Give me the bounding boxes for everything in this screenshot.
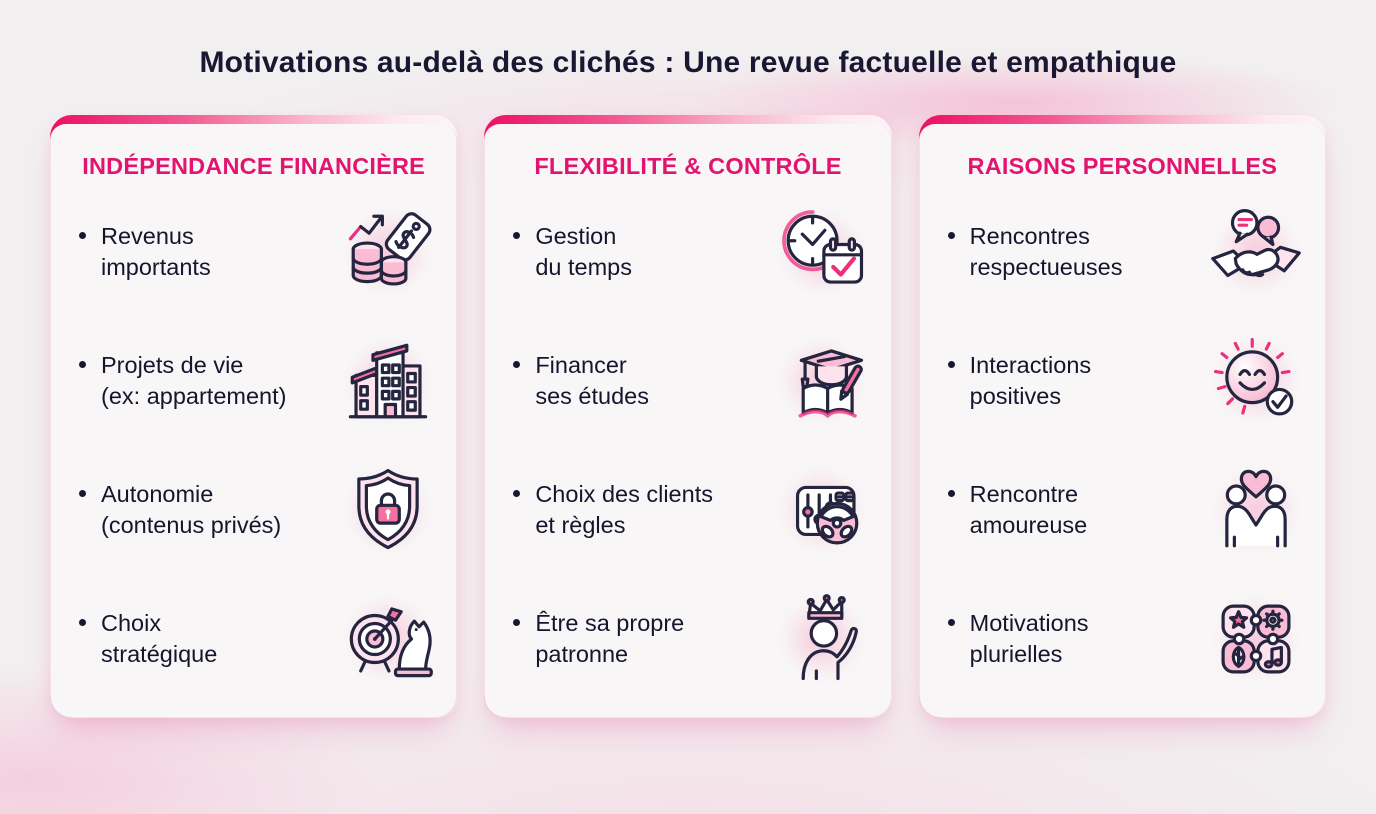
item-line: du temps [535,254,632,281]
list-item: Motivations plurielles [946,590,1305,687]
item-line: patronne [535,640,629,667]
apartment-building-icon [348,343,428,419]
card-items: Gestion du temps [485,184,890,717]
page-title: Motivations au-delà des clichés : Une re… [199,46,1177,79]
card-header: RAISONS PERSONNELLES [967,153,1278,179]
list-item: Projets de vie (ex: appartement) [77,333,436,430]
item-line: plurielles [969,640,1063,667]
card-header: INDÉPENDANCE FINANCIÈRE [82,153,426,179]
item-line: Rencontres [969,223,1090,250]
target-chess-knight-icon [349,606,433,677]
card-raisons-personnelles: RAISONS PERSONNELLES Rencontres respectu… [918,115,1326,718]
item-line: Être sa propre [535,609,685,636]
card-body: RAISONS PERSONNELLES Rencontres respectu… [918,124,1326,718]
bullet-dot [79,361,86,369]
list-item: Interactions positives [946,333,1305,430]
bullet-dot [513,361,521,369]
bullet-dot [513,489,521,497]
item-line: Choix des clients [535,480,713,507]
item-line: respectueuses [969,254,1123,281]
sliders-steering-wheel-icon [796,485,859,545]
item-line: et règles [535,511,626,538]
bullet-dot [79,618,86,626]
cards-row: INDÉPENDANCE FINANCIÈRE Revenus importan… [0,115,1376,718]
card-flexibilite-controle: FLEXIBILITÉ & CONTRÔLE Gestion du temps [484,115,892,718]
bullet-dot [79,232,86,240]
bullet-dot [79,489,86,497]
item-line: ses études [535,383,649,410]
couple-heart-icon [1225,469,1288,548]
item-line: Rencontre [969,480,1079,507]
handshake-chat-icon [1211,209,1302,278]
item-line: Interactions [969,352,1092,379]
list-item: Gestion du temps [511,204,870,301]
crowned-person-icon [801,593,859,680]
card-body: FLEXIBILITÉ & CONTRÔLE Gestion du temps [484,124,892,718]
list-item: Rencontre amoureuse [946,461,1305,558]
item-line: positives [969,383,1062,410]
item-line: importants [101,254,211,281]
list-item: Choix des clients et règles [511,461,870,558]
item-line: Financer [535,352,627,379]
list-item: Être sa propre patronne [511,590,870,687]
clock-calendar-icon [782,210,864,285]
bullet-dot [513,618,521,626]
list-item: Rencontres respectueuses [946,204,1305,301]
item-line: Motivations [969,609,1089,636]
item-line: (ex: appartement) [101,383,287,410]
item-line: Projets de vie [101,352,244,379]
item-line: Choix [101,609,162,636]
card-body: INDÉPENDANCE FINANCIÈRE Revenus importan… [50,124,458,718]
shield-lock-icon [357,468,419,550]
smiley-check-icon [1214,338,1294,416]
item-line: Revenus [101,223,194,250]
card-header: FLEXIBILITÉ & CONTRÔLE [534,153,842,179]
item-line: Gestion [535,223,617,250]
bullet-dot [947,361,955,369]
item-line: amoureuse [969,511,1088,538]
graduation-book-icon [798,349,864,418]
puzzle-motivations-icon [1221,604,1291,674]
item-line: (contenus privés) [101,511,282,538]
list-item: Choix stratégique [77,590,436,687]
card-items: Revenus importants [51,184,456,717]
item-line: Autonomie [101,480,214,507]
bullet-dot [947,618,955,626]
list-item: Financer ses études [511,333,870,430]
item-line: stratégique [101,640,218,667]
bullet-dot [947,489,955,497]
list-item: Revenus importants [77,204,436,301]
list-item: Autonomie (contenus privés) [77,461,436,558]
card-items: Rencontres respectueuses [920,184,1325,717]
coins-price-tag-icon [348,212,432,286]
card-independance-financiere: INDÉPENDANCE FINANCIÈRE Revenus importan… [50,115,458,718]
bullet-dot [947,232,955,240]
bullet-dot [513,232,521,240]
